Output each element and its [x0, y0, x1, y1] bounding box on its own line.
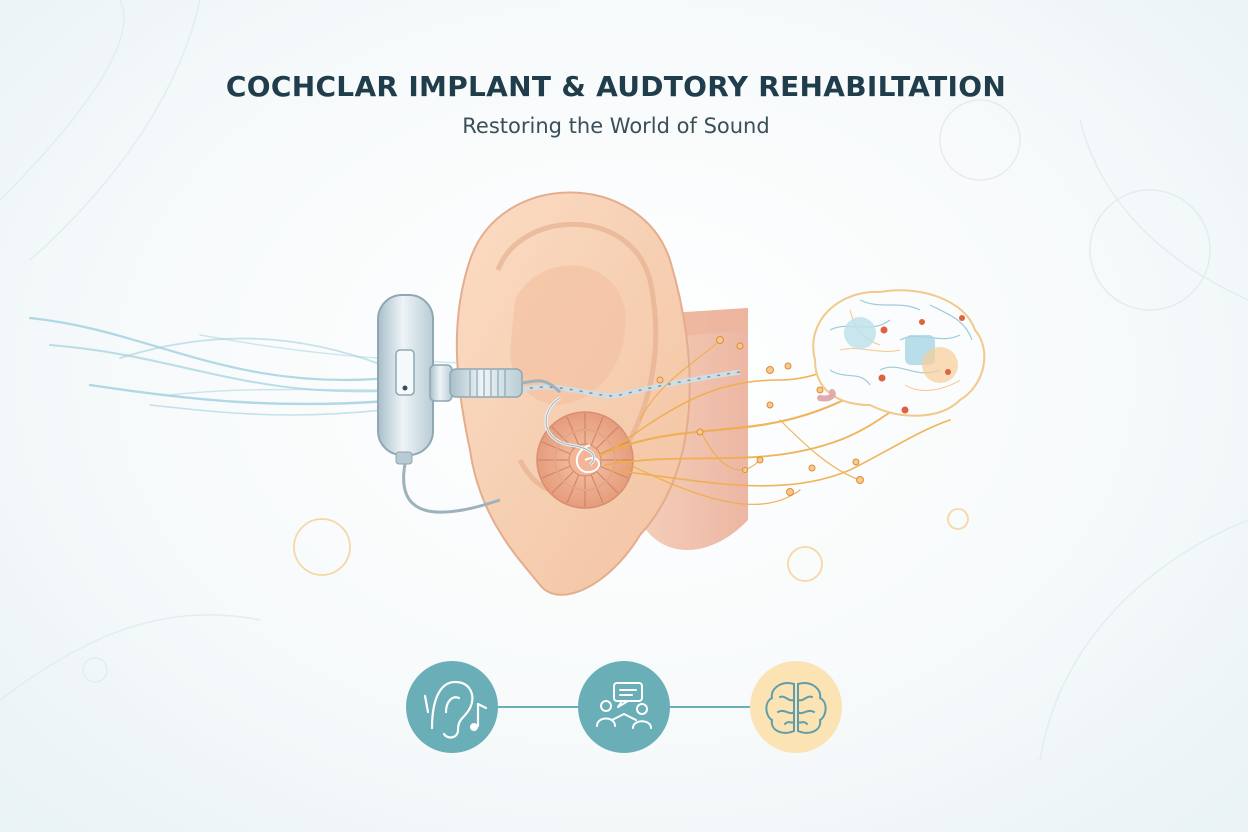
decorative-rings: [293, 508, 969, 582]
nerve-nodes: [656, 336, 864, 496]
implant-processor: [377, 294, 562, 514]
process-steps: [406, 661, 842, 753]
page-subtitle: Restoring the World of Sound: [462, 114, 770, 138]
step-brain: [750, 661, 842, 753]
brain-illustration: [812, 289, 986, 417]
page-title: COCHCLAR IMPLANT & AUDTORY REHABILTATION: [225, 70, 1007, 103]
brain-icon: [765, 682, 827, 734]
step-hearing: [406, 661, 498, 753]
background-decoration: [0, 0, 1248, 761]
step-communication: [578, 661, 670, 753]
cochlea: [536, 411, 634, 509]
ear-music-note-icon: [423, 680, 488, 739]
sound-waves: [28, 316, 521, 416]
conversation-icon: [596, 682, 652, 729]
outer-ear: [455, 191, 691, 596]
